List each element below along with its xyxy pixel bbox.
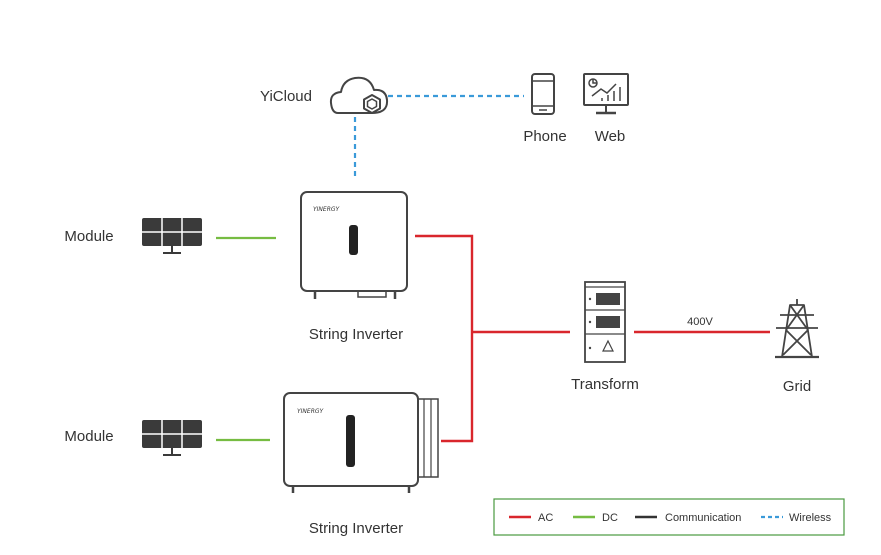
ac-line-bottom-inverter — [441, 332, 474, 443]
legend-item-wireless: Wireless — [761, 512, 832, 524]
legend-item-dc: DC — [573, 512, 618, 524]
transformer-cabinet-icon — [584, 281, 626, 363]
module-bottom-node: Module — [64, 420, 202, 456]
grid-voltage-label: 400V — [687, 316, 713, 328]
inverter-top-label: String Inverter — [309, 326, 403, 343]
legend-label-wireless: Wireless — [789, 512, 832, 524]
module-top-node: Module — [64, 218, 202, 254]
inverter-icon: YINERGY — [300, 191, 408, 299]
solar-panel-icon — [142, 218, 202, 254]
legend-label-communication: Communication — [665, 512, 741, 524]
cloud-icon — [329, 76, 389, 114]
transform-label: Transform — [571, 376, 639, 393]
transform-node: Transform — [571, 281, 639, 393]
legend-frame — [493, 498, 845, 536]
phone-node: Phone — [523, 73, 567, 145]
cloud-label: YiCloud — [260, 88, 312, 105]
grid-node: Grid — [775, 299, 819, 395]
legend: AC DC Communication Wireless — [493, 498, 845, 536]
legend-label-ac: AC — [538, 512, 553, 524]
legend-item-ac: AC — [509, 512, 553, 524]
inverter-icon: YINERGY — [283, 392, 439, 493]
grid-label: Grid — [783, 378, 811, 395]
phone-icon — [531, 73, 555, 115]
module-top-label: Module — [64, 228, 113, 245]
cloud-node: YiCloud — [260, 76, 389, 114]
inverter-top-brand: YINERGY — [313, 206, 341, 213]
power-tower-icon — [775, 299, 819, 359]
monitor-chart-icon — [583, 73, 629, 115]
module-bottom-label: Module — [64, 428, 113, 445]
web-label: Web — [595, 128, 626, 145]
ac-line-top-inverter — [415, 234, 474, 332]
legend-label-dc: DC — [602, 512, 618, 524]
inverter-bottom-brand: YINERGY — [297, 408, 325, 415]
legend-item-communication: Communication — [635, 512, 741, 524]
web-node: Web — [583, 73, 629, 145]
inverter-bottom-label: String Inverter — [309, 520, 403, 537]
phone-label: Phone — [523, 128, 566, 145]
inverter-bottom-node: YINERGY String Inverter — [283, 392, 439, 537]
solar-panel-icon — [142, 420, 202, 456]
inverter-top-node: YINERGY String Inverter — [300, 191, 408, 343]
